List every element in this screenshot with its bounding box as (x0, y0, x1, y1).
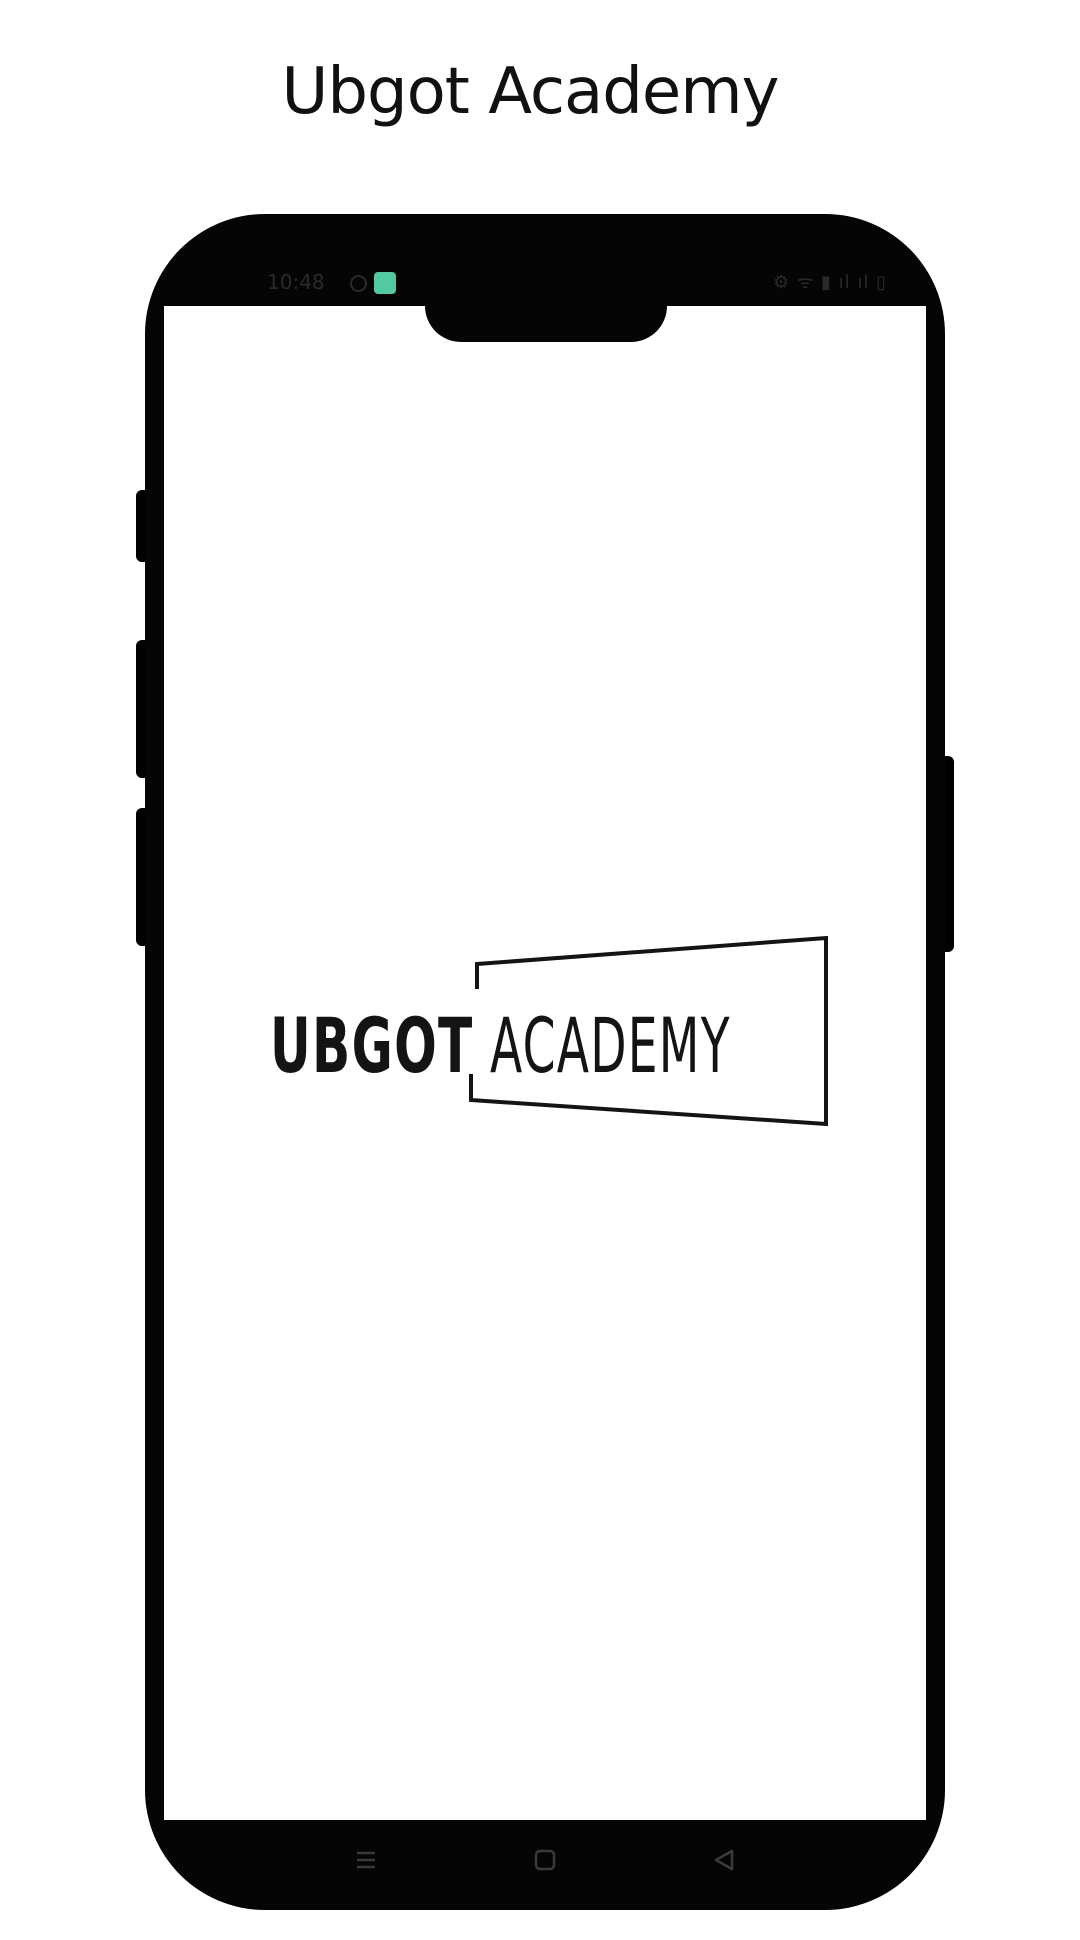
logo-word-ubgot: UBGOT (270, 1001, 474, 1090)
splash-logo: UBGOT ACADEMY (164, 306, 926, 1820)
camera-notch (425, 270, 667, 342)
home-square-icon[interactable] (523, 1838, 567, 1882)
logo-frame-icon (469, 935, 828, 1127)
navigation-bar (145, 1820, 945, 1910)
status-bar: 10:48 ⚙ ᯤ ▮ ıl ıl ▯ (145, 214, 945, 306)
phone-frame: 10:48 ⚙ ᯤ ▮ ıl ıl ▯ UBGOT ACADEMY (145, 214, 945, 1910)
status-time: 10:48 (267, 270, 325, 294)
back-triangle-icon[interactable] (702, 1838, 746, 1882)
logo-word-academy: ACADEMY (490, 1001, 731, 1090)
status-system-icons: ⚙ ᯤ ▮ ıl ıl ▯ (773, 272, 887, 293)
notification-app-icon (374, 272, 396, 294)
app-screen: UBGOT ACADEMY (164, 306, 926, 1820)
page-title: Ubgot Academy (281, 55, 780, 129)
status-circle-icon (350, 275, 367, 292)
menu-icon[interactable] (344, 1838, 388, 1882)
